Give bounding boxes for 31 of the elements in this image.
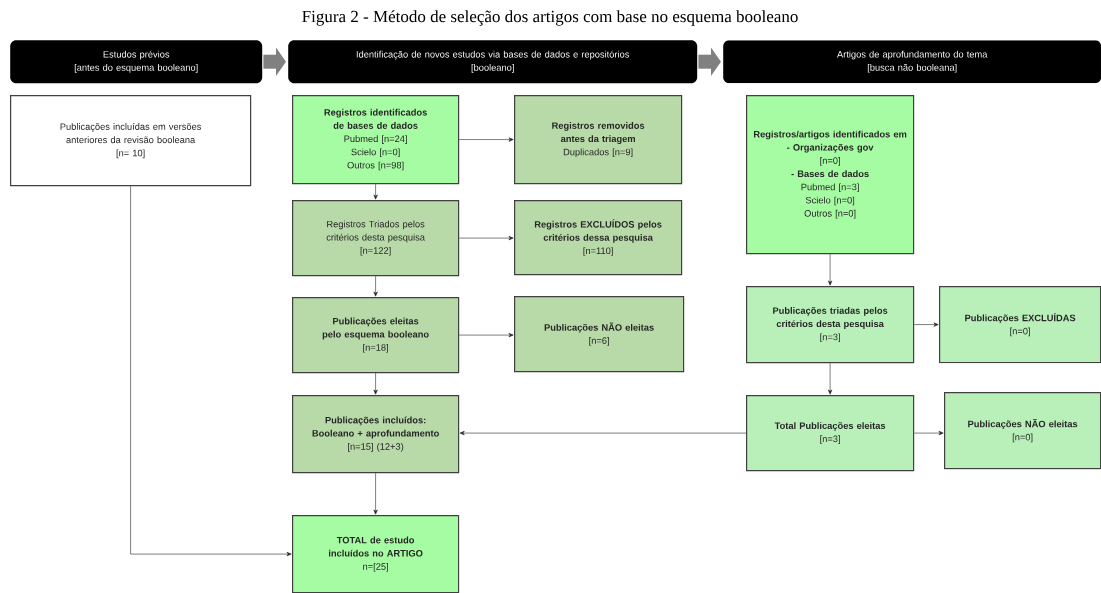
- process-box: Publicações triadas pelos critérios desta pesquisa [n=3]: [746, 285, 915, 364]
- arrow: [913, 322, 939, 327]
- arrow: [373, 372, 378, 395]
- process-box: TOTAL de estudo incluídos no ARTIGO n=[25]: [292, 515, 460, 593]
- process-box: Registros identificados de bases de dados Pubmed [n=24] Scielo [n=0] Outros [n=98]: [292, 95, 460, 185]
- arrow: [458, 137, 514, 142]
- process-box: Publicações NÃO eleitas [n=0]: [944, 391, 1101, 470]
- process-box: Publicações EXCLUÍDAS [n=0]: [939, 285, 1101, 364]
- process-box: Publicações incluídos: Booleano + aprofundamento [n=15] (12+3): [292, 394, 460, 474]
- process-box: Publicações eleitas pelo esquema booleano [n=18]: [292, 297, 460, 374]
- process-box: Total Publicações eleitas [n=3]: [746, 394, 915, 472]
- header-band: Artigos de aprofundamento do tema [busca não booleana]: [723, 40, 1101, 84]
- process-box: Registros EXCLUÍDOS pelos critérios dessa pesquisa [n=110]: [514, 200, 683, 276]
- arrow: [458, 236, 514, 241]
- process-box: Registros Triados pelos critérios desta pesquisa [n=122]: [292, 200, 460, 277]
- arrow: [458, 332, 514, 338]
- process-box: Registros removidos antes da triagem Duplicados [n=9]: [514, 95, 683, 185]
- arrow: [373, 275, 378, 297]
- arrow: [459, 430, 747, 436]
- note-box: Publicações incluídas em versões anteriores da revisão booleana [n= 10]: [10, 95, 252, 187]
- arrow: [828, 253, 833, 286]
- header-band: Estudos prévios [antes do esquema booleano]: [10, 40, 263, 84]
- arrow: [130, 185, 292, 557]
- arrow: [373, 183, 378, 200]
- arrow: [913, 430, 944, 436]
- process-box: Publicações NÃO eleitas [n=6]: [514, 296, 685, 373]
- arrow: [828, 362, 833, 395]
- arrow: [373, 472, 378, 515]
- header-band: Identificação de novos estudos via bases de dados e repositórios [booleano]: [288, 40, 698, 84]
- figure-title: Figura 2 - Método de seleção dos artigos com base no esquema booleano: [302, 10, 798, 26]
- process-box: Registros/artigos identificados em - Organizações gov [n=0] - Bases de dados Pubmed [n=3] Scielo [n=0] Outros [n=0]: [746, 95, 915, 255]
